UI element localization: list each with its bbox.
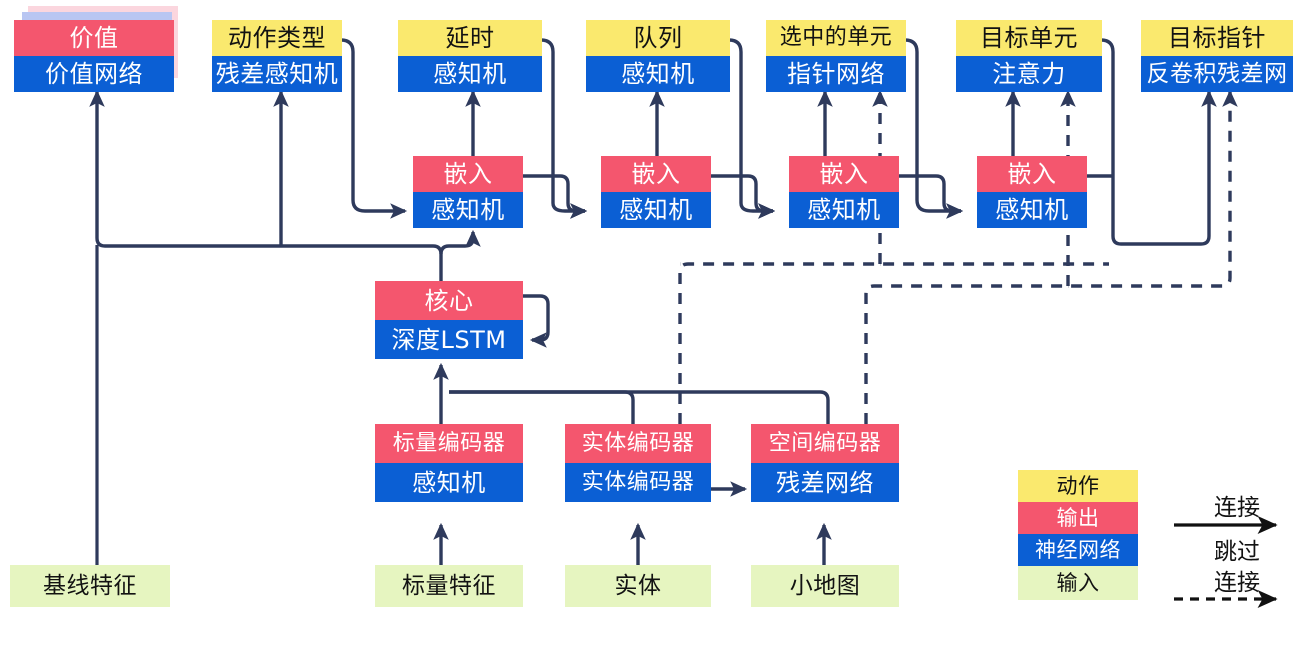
embed-3[interactable]: 嵌入 感知机 xyxy=(789,156,899,228)
head-delay[interactable]: 延时 感知机 xyxy=(398,20,542,92)
wire-core-bus-left xyxy=(89,89,443,255)
embed-4-network: 感知机 xyxy=(977,192,1087,228)
head-delay-network: 感知机 xyxy=(398,56,542,92)
head-target-unit-network: 注意力 xyxy=(956,56,1102,92)
scalar-encoder-network: 感知机 xyxy=(375,463,523,502)
embed-1-network: 感知机 xyxy=(413,192,523,228)
input-entities[interactable]: 实体 xyxy=(565,565,711,607)
head-value[interactable]: 价值 价值网络 xyxy=(14,20,174,92)
skip-spatial-to-target-point xyxy=(864,89,1238,424)
input-scalar-features[interactable]: 标量特征 xyxy=(375,565,523,607)
wire-embed3-to-embed4 xyxy=(899,174,964,219)
input-baseline-features[interactable]: 基线特征 xyxy=(10,565,170,607)
wire-entity-enc-to-bus xyxy=(449,390,635,424)
head-target-unit[interactable]: 目标单元 注意力 xyxy=(956,20,1102,92)
input-scalar-features-label: 标量特征 xyxy=(375,565,523,607)
legend-network-swatch: 神经网络 xyxy=(1018,534,1138,566)
head-target-point[interactable]: 目标指针 反卷积残差网 xyxy=(1141,20,1293,92)
wire-delay-head-down xyxy=(540,38,588,219)
scalar-encoder-output: 标量编码器 xyxy=(375,424,523,463)
entity-encoder-network: 实体编码器 xyxy=(565,463,711,502)
entity-encoder-output: 实体编码器 xyxy=(565,424,711,463)
embed-4-output: 嵌入 xyxy=(977,156,1087,192)
entity-encoder[interactable]: 实体编码器 实体编码器 xyxy=(565,424,711,502)
head-selected-units[interactable]: 选中的单元 指针网络 xyxy=(766,20,906,92)
wire-core-to-embed1 xyxy=(439,229,481,255)
head-action-type-action: 动作类型 xyxy=(212,20,342,56)
spatial-encoder-network: 残差网络 xyxy=(751,463,899,502)
embed-2-network: 感知机 xyxy=(601,192,711,228)
head-queue-network: 感知机 xyxy=(586,56,730,92)
embed-4[interactable]: 嵌入 感知机 xyxy=(977,156,1087,228)
head-queue-action: 队列 xyxy=(586,20,730,56)
embed-3-network: 感知机 xyxy=(789,192,899,228)
skip-entity-to-selected-units xyxy=(678,262,1109,424)
legend-skip-connection-label-line1: 跳过 xyxy=(1214,539,1260,565)
spatial-encoder-output: 空间编码器 xyxy=(751,424,899,463)
head-action-type-network: 残差感知机 xyxy=(212,56,342,92)
head-selected-units-action: 选中的单元 xyxy=(766,20,906,56)
embed-2-output: 嵌入 xyxy=(601,156,711,192)
core-output: 核心 xyxy=(375,281,523,320)
wire-queue-head-down xyxy=(728,38,776,219)
embed-2[interactable]: 嵌入 感知机 xyxy=(601,156,711,228)
head-action-type[interactable]: 动作类型 残差感知机 xyxy=(212,20,342,92)
wire-targetunit-to-targetpoint xyxy=(1100,38,1217,246)
scalar-encoder[interactable]: 标量编码器 感知机 xyxy=(375,424,523,502)
legend-action-swatch: 动作 xyxy=(1018,470,1138,502)
legend-connection-label: 连接 xyxy=(1214,495,1260,521)
input-entities-label: 实体 xyxy=(565,565,711,607)
head-value-action: 价值 xyxy=(14,20,174,56)
wire-actiontype-to-embed1 xyxy=(340,38,408,219)
head-queue[interactable]: 队列 感知机 xyxy=(586,20,730,92)
wire-selected-to-embed4 xyxy=(904,38,964,219)
legend-connection-arrow xyxy=(1174,516,1278,534)
input-baseline-features-label: 基线特征 xyxy=(10,565,170,607)
core-lstm[interactable]: 核心 深度LSTM xyxy=(375,281,523,359)
legend: 动作 输出 神经网络 输入 xyxy=(1018,470,1138,600)
legend-skip-connection-label-line2: 连接 xyxy=(1214,570,1260,596)
wire-spatial-enc-to-bus xyxy=(449,390,830,424)
head-target-unit-action: 目标单元 xyxy=(956,20,1102,56)
head-selected-units-network: 指针网络 xyxy=(766,56,906,92)
head-value-network: 价值网络 xyxy=(14,56,174,92)
head-target-point-action: 目标指针 xyxy=(1141,20,1293,56)
core-network: 深度LSTM xyxy=(375,320,523,359)
embed-3-output: 嵌入 xyxy=(789,156,899,192)
head-delay-action: 延时 xyxy=(398,20,542,56)
embed-1-output: 嵌入 xyxy=(413,156,523,192)
legend-input-swatch: 输入 xyxy=(1018,566,1138,600)
input-minimap[interactable]: 小地图 xyxy=(751,565,899,607)
head-target-point-network: 反卷积残差网 xyxy=(1141,56,1293,92)
legend-output-swatch: 输出 xyxy=(1018,502,1138,534)
input-minimap-label: 小地图 xyxy=(751,565,899,607)
legend-skip-connection-arrow xyxy=(1174,590,1278,608)
spatial-encoder[interactable]: 空间编码器 残差网络 xyxy=(751,424,899,502)
embed-1[interactable]: 嵌入 感知机 xyxy=(413,156,523,228)
wire-core-recurrent xyxy=(523,294,550,348)
wire-delay-to-embed2 xyxy=(570,203,588,219)
